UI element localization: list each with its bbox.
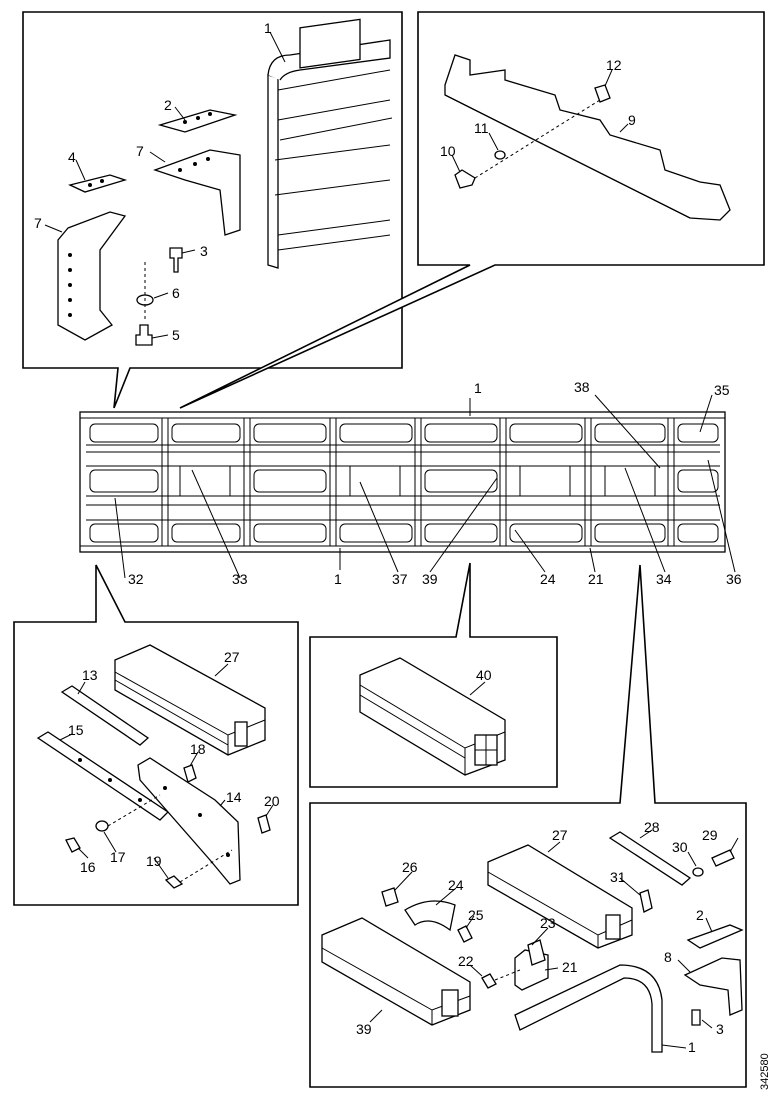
callout: 27 <box>224 649 240 665</box>
callout: 21 <box>588 571 604 587</box>
callout: 23 <box>540 915 556 931</box>
callout: 1 <box>334 571 342 587</box>
callout: 38 <box>574 379 590 395</box>
detail-top-left: 1 2 7 4 7 3 6 5 <box>22 11 403 409</box>
callout: 33 <box>232 571 248 587</box>
callout: 39 <box>422 571 438 587</box>
callout: 24 <box>448 877 464 893</box>
callout: 10 <box>440 143 456 159</box>
callout: 30 <box>672 839 688 855</box>
callout: 13 <box>82 667 98 683</box>
callout: 21 <box>562 959 578 975</box>
callout: 40 <box>476 667 492 683</box>
callout: 34 <box>656 571 672 587</box>
callout: 12 <box>606 57 622 73</box>
callout: 24 <box>540 571 556 587</box>
callout: 39 <box>356 1021 372 1037</box>
callout: 36 <box>726 571 742 587</box>
callout: 28 <box>644 819 660 835</box>
callout: 19 <box>146 853 162 869</box>
callout: 15 <box>68 722 84 738</box>
callout: 20 <box>264 793 280 809</box>
callout: 35 <box>714 382 730 398</box>
callout: 31 <box>610 869 626 885</box>
callout: 32 <box>128 571 144 587</box>
callout: 6 <box>172 285 180 301</box>
callout: 2 <box>164 97 172 113</box>
callout: 7 <box>136 143 144 159</box>
callout: 1 <box>474 380 482 396</box>
detail-bottom-middle: 40 <box>309 562 558 788</box>
detail-bottom-right: 27 28 29 30 26 24 25 31 23 2 8 22 21 39 … <box>309 564 747 1088</box>
callout: 27 <box>552 827 568 843</box>
callout: 11 <box>474 120 489 136</box>
detail-bottom-left: 27 13 15 18 14 20 16 17 19 <box>13 564 299 906</box>
callout: 1 <box>264 20 272 36</box>
callout: 7 <box>34 215 42 231</box>
callout: 22 <box>458 953 474 969</box>
callout: 26 <box>402 859 418 875</box>
callout: 4 <box>68 149 76 165</box>
callout: 3 <box>200 243 208 259</box>
callout: 18 <box>190 741 206 757</box>
callout: 5 <box>172 327 180 343</box>
detail-top-right: 12 11 9 10 <box>179 11 765 409</box>
callout: 25 <box>468 907 484 923</box>
callout: 17 <box>110 849 126 865</box>
callout: 3 <box>716 1021 724 1037</box>
main-frame: 1 38 35 32 33 1 37 39 24 21 34 36 <box>79 379 742 587</box>
callout: 2 <box>696 907 704 923</box>
callout: 29 <box>702 827 718 843</box>
callout: 16 <box>80 859 96 875</box>
callout: 14 <box>226 789 242 805</box>
callout: 1 <box>688 1039 696 1055</box>
callout: 37 <box>392 571 408 587</box>
callout: 9 <box>628 112 636 128</box>
callout: 8 <box>664 949 672 965</box>
document-id: 342580 <box>759 1053 771 1090</box>
